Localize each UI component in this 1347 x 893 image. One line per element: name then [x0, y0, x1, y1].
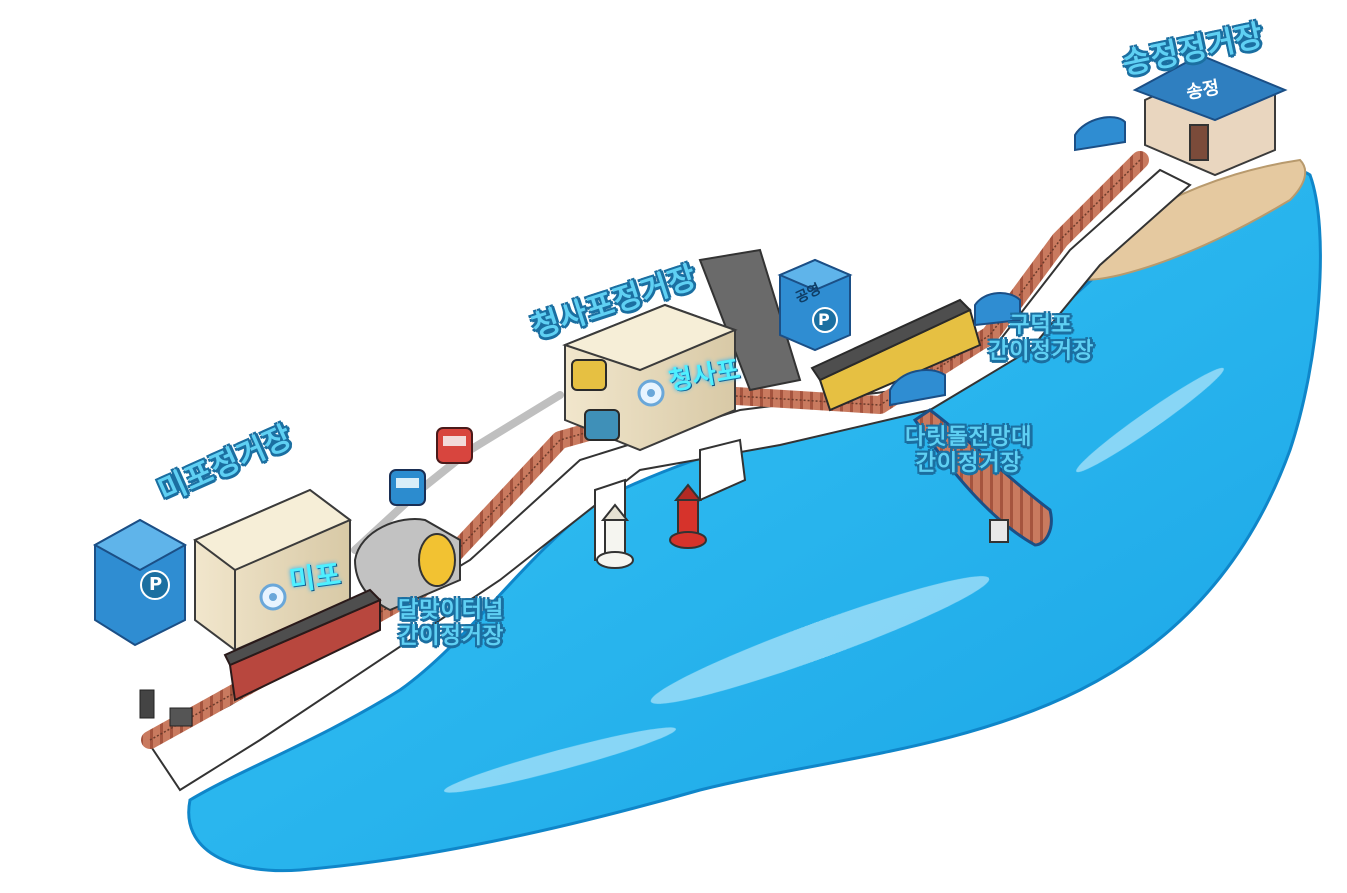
daritdol-line2: 간이정거장: [915, 451, 1022, 476]
public-parking-symbol[interactable]: P: [818, 310, 830, 329]
parking-building-public: [777, 258, 853, 352]
red-lighthouse-icon: [669, 483, 707, 549]
dalmaji-line1: 달맞이터널: [398, 598, 505, 623]
daritdol-skywalk: [912, 408, 1053, 547]
mipo-location-pin-icon: [259, 583, 287, 611]
trash-bin-icon: [139, 689, 155, 719]
dalmaji-tunnel: [353, 518, 461, 612]
label-daritdol-stop[interactable]: 다릿돌전망대 간이정거장: [905, 425, 1032, 477]
coast-strip: [148, 168, 1192, 792]
sky-capsule-rail: [351, 391, 564, 554]
gudeokpo-line1: 구덕포: [1009, 313, 1073, 338]
train-cheongsapo: [571, 359, 620, 441]
rail-line: [149, 159, 1141, 741]
mipo-station-building: [193, 488, 352, 652]
shelter-songjeong: [1074, 116, 1126, 152]
bench-icon: [169, 707, 193, 727]
label-gudeokpo-stop[interactable]: 구덕포 간이정거장: [988, 313, 1094, 365]
cheongsapo-location-pin-icon: [637, 379, 665, 407]
songjeong-station-building: [1132, 53, 1288, 177]
skywalk-pillar: [989, 519, 1009, 543]
gudeokpo-line2: 간이정거장: [988, 339, 1095, 364]
sky-capsule-blue: [389, 469, 426, 506]
mipo-parking-symbol[interactable]: P: [149, 574, 163, 595]
breakwater-right: [699, 438, 747, 502]
daritdol-line1: 다릿돌전망대: [905, 425, 1033, 450]
mipo-building-sign: 미포: [287, 557, 343, 598]
train-mipo: [223, 588, 382, 702]
label-dalmaji-stop[interactable]: 달맞이터널 간이정거장: [398, 598, 504, 650]
sky-capsule-red: [436, 427, 473, 464]
shelter-gudeokpo: [889, 292, 1021, 407]
train-gudeokpo: [810, 298, 982, 412]
parking-building-mipo: [92, 518, 188, 647]
sea-sparkles: [444, 367, 1224, 793]
dalmaji-line2: 간이정거장: [398, 624, 505, 649]
white-lighthouse-icon: [596, 503, 634, 569]
